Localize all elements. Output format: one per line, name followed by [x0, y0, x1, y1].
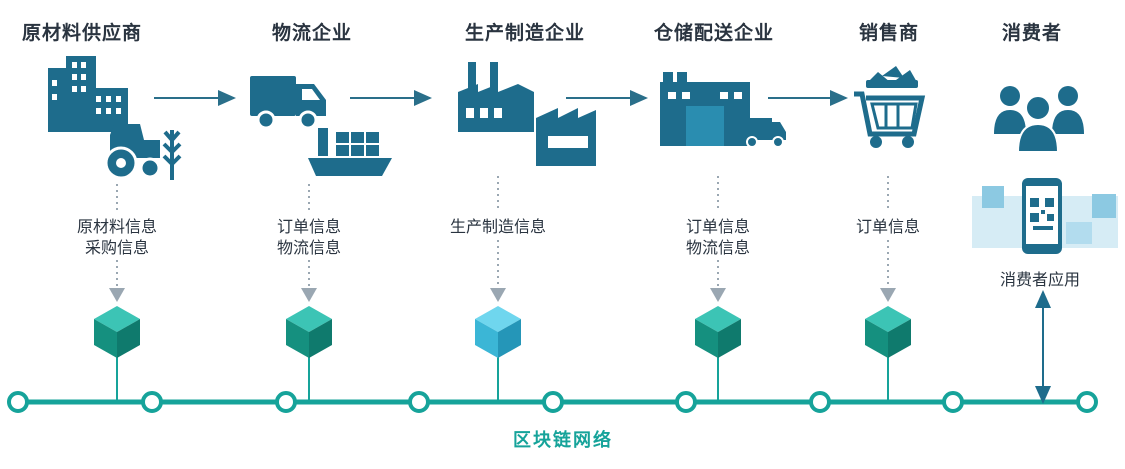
network-node — [542, 391, 564, 413]
block-cube-2 — [286, 306, 332, 358]
network-node — [275, 391, 297, 413]
network-node — [675, 391, 697, 413]
info-manufacturer: 生产制造信息 — [450, 216, 546, 237]
block-cube-1 — [94, 306, 140, 358]
info-logistics: 订单信息 物流信息 — [277, 216, 341, 258]
network-node — [7, 391, 29, 413]
info-line: 订单信息 — [276, 217, 342, 236]
info-line: 订单信息 — [855, 217, 921, 236]
info-line: 物流信息 — [685, 238, 751, 257]
network-node — [141, 391, 163, 413]
consumers-icon — [994, 86, 1084, 153]
truck-ship-icon — [250, 76, 392, 176]
info-raw-material: 原材料信息 采购信息 — [77, 216, 157, 258]
stage-title-manufacturer: 生产制造企业 — [464, 22, 586, 44]
network-node — [809, 391, 831, 413]
warehouse-icon — [660, 72, 786, 148]
consumer-app-label: 消费者应用 — [999, 270, 1081, 289]
info-retailer: 订单信息 — [856, 216, 920, 237]
stage-title-logistics: 物流企业 — [271, 22, 353, 44]
info-line: 生产制造信息 — [449, 217, 547, 236]
block-cube-3 — [475, 306, 521, 358]
info-warehouse: 订单信息 物流信息 — [686, 216, 750, 258]
network-node — [1076, 391, 1098, 413]
stage-title-raw-material-supplier: 原材料供应商 — [21, 22, 143, 44]
stage-title-consumer: 消费者 — [1001, 22, 1063, 44]
stage-title-retailer: 销售商 — [858, 22, 920, 44]
info-line: 原材料信息 — [76, 217, 158, 236]
block-cube-5 — [865, 306, 911, 358]
factory-farm-icon — [48, 56, 182, 180]
stage-title-warehouse: 仓储配送企业 — [653, 22, 775, 44]
info-line: 物流信息 — [276, 238, 342, 257]
info-line: 订单信息 — [685, 217, 751, 236]
consumer-app-icon — [972, 178, 1118, 254]
factory-icon — [458, 62, 596, 166]
network-node — [408, 391, 430, 413]
info-line: 采购信息 — [84, 238, 150, 257]
shopping-cart-icon — [854, 66, 926, 148]
network-node — [942, 391, 964, 413]
block-cube-4 — [695, 306, 741, 358]
blockchain-network-label: 区块链网络 — [513, 430, 613, 451]
